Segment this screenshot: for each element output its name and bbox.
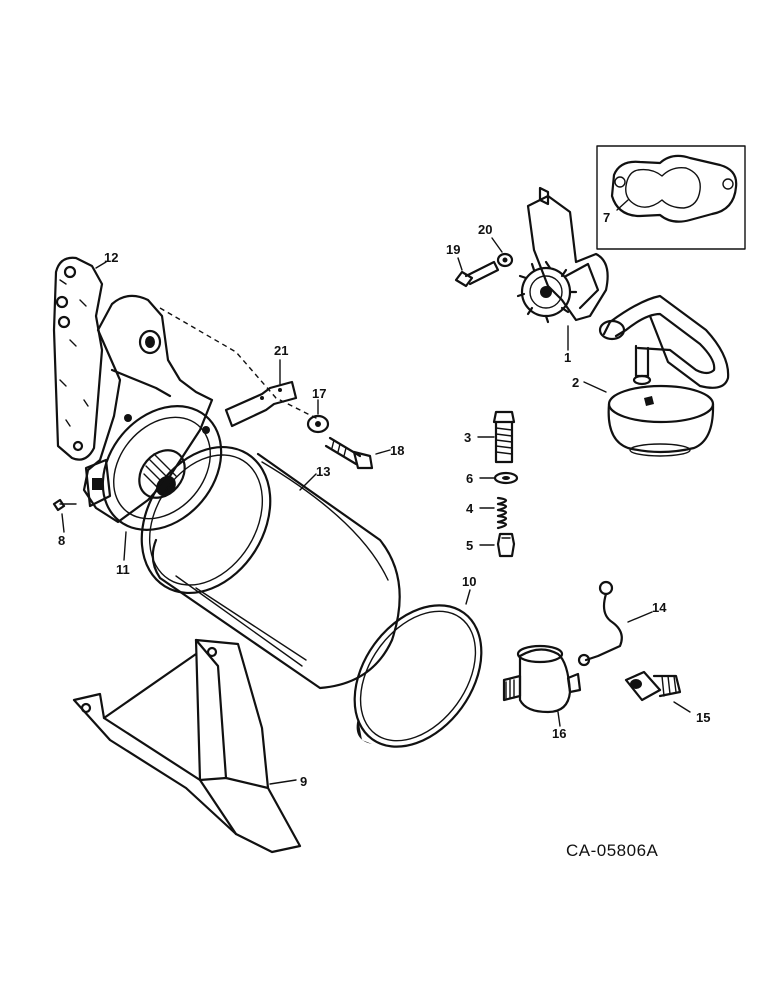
pickup-screen-bowl — [607, 402, 715, 454]
leader-12 — [95, 261, 107, 269]
washer-20: 20 — [478, 222, 514, 268]
relief-valve-plug-3: 3 — [464, 410, 516, 464]
base-flange-inner — [113, 416, 211, 520]
callout-19: 19 — [446, 242, 460, 257]
fitting-15-hex — [624, 670, 662, 702]
bracket-12: 12 — [52, 250, 118, 461]
bolt-8: 8 — [52, 498, 77, 548]
callout-16: 16 — [552, 726, 566, 741]
valve-5: 5 — [466, 532, 516, 558]
leader-10 — [465, 589, 471, 605]
fitting-15: 15 — [624, 670, 710, 725]
leader-18 — [375, 449, 391, 455]
filter-top-inner — [148, 454, 264, 586]
callout-11: 11 — [116, 562, 130, 577]
filter-top-rim — [140, 445, 272, 595]
pump-body — [526, 194, 609, 322]
base-mount-hole — [138, 329, 162, 355]
leader-2 — [583, 381, 607, 393]
inset-frame — [596, 145, 746, 250]
wire-14-lead — [584, 592, 623, 662]
shield-9-edges — [198, 776, 270, 836]
filter-base-11: 11 — [82, 294, 223, 577]
callout-5: 5 — [466, 538, 473, 553]
callout-15: 15 — [696, 710, 710, 725]
leader-7 — [616, 199, 629, 211]
leader-11 — [123, 531, 127, 561]
shield-9: 9 — [72, 638, 307, 854]
callout-2: 2 — [572, 375, 579, 390]
pickup-tube-outer — [602, 294, 730, 389]
callout-21: 21 — [274, 343, 288, 358]
filter-can-body — [151, 452, 401, 690]
pump-stud — [538, 186, 550, 206]
oil-filter-13: 13 — [140, 445, 401, 690]
seal-ring-10: 10 — [353, 574, 483, 748]
bolt-19-head — [454, 270, 474, 288]
shield-9-folds — [102, 638, 202, 782]
leader-20 — [491, 237, 503, 253]
callout-10: 10 — [462, 574, 476, 589]
leader-13 — [299, 473, 317, 491]
sender-16: 16 — [502, 644, 582, 741]
drive-gear — [516, 260, 578, 324]
callout-13: 13 — [316, 464, 330, 479]
leader-9 — [269, 779, 297, 785]
pickup-stem — [634, 344, 650, 378]
callout-14: 14 — [652, 600, 667, 615]
oil-pickup: 2 — [572, 294, 730, 457]
pump-housing-edge — [564, 262, 600, 310]
oil-pump: 1 — [516, 186, 609, 365]
leader-19 — [457, 257, 463, 271]
seal-outer — [353, 604, 483, 748]
leader-16 — [557, 711, 561, 727]
pickup-screen-top — [607, 384, 715, 424]
gasket-opening — [625, 166, 701, 209]
bolt-19-shank — [464, 260, 500, 286]
clip-21: 21 — [224, 343, 298, 428]
callout-4: 4 — [466, 501, 474, 516]
callout-3: 3 — [464, 430, 471, 445]
reference-code: CA-05806A — [566, 841, 659, 860]
filter-can-shading — [175, 575, 307, 667]
callout-6: 6 — [466, 471, 473, 486]
gasket-bolt-hole-left — [614, 176, 626, 188]
base-edge — [110, 368, 172, 398]
callout-8: 8 — [58, 533, 65, 548]
alignment-dashed-line — [159, 307, 321, 421]
callout-20: 20 — [478, 222, 492, 237]
base-flange-outer — [101, 405, 223, 531]
base-boss — [84, 458, 112, 508]
seal-inner — [359, 610, 477, 742]
base-nipple — [138, 449, 186, 499]
pickup-tube-inner — [614, 312, 716, 375]
bolt-18: 18 — [324, 436, 404, 470]
leader-15 — [673, 701, 691, 713]
callout-1: 1 — [564, 350, 571, 365]
filter-base-body — [82, 294, 214, 524]
callout-17: 17 — [312, 386, 326, 401]
washer-6: 6 — [466, 471, 519, 486]
gasket-outline — [610, 154, 738, 223]
wire-14: 14 — [577, 580, 667, 667]
spring-4: 4 — [466, 496, 508, 530]
callout-12: 12 — [104, 250, 118, 265]
callout-7: 7 — [603, 210, 610, 225]
pickup-tube-end — [598, 319, 626, 341]
callout-18: 18 — [390, 443, 404, 458]
leader-14 — [627, 611, 653, 623]
washer-17: 17 — [306, 386, 330, 434]
sender-16-thread — [502, 674, 522, 702]
bracket-12-plate — [52, 256, 104, 461]
shield-9-outline — [72, 638, 302, 854]
gasket-inset: 7 — [596, 145, 746, 250]
bolt-19: 19 — [446, 242, 500, 288]
gasket-bolt-hole-right — [722, 178, 734, 190]
bolt-18-head — [352, 450, 374, 470]
callout-9: 9 — [300, 774, 307, 789]
sender-16-body — [518, 648, 572, 714]
leader-8 — [61, 513, 65, 533]
